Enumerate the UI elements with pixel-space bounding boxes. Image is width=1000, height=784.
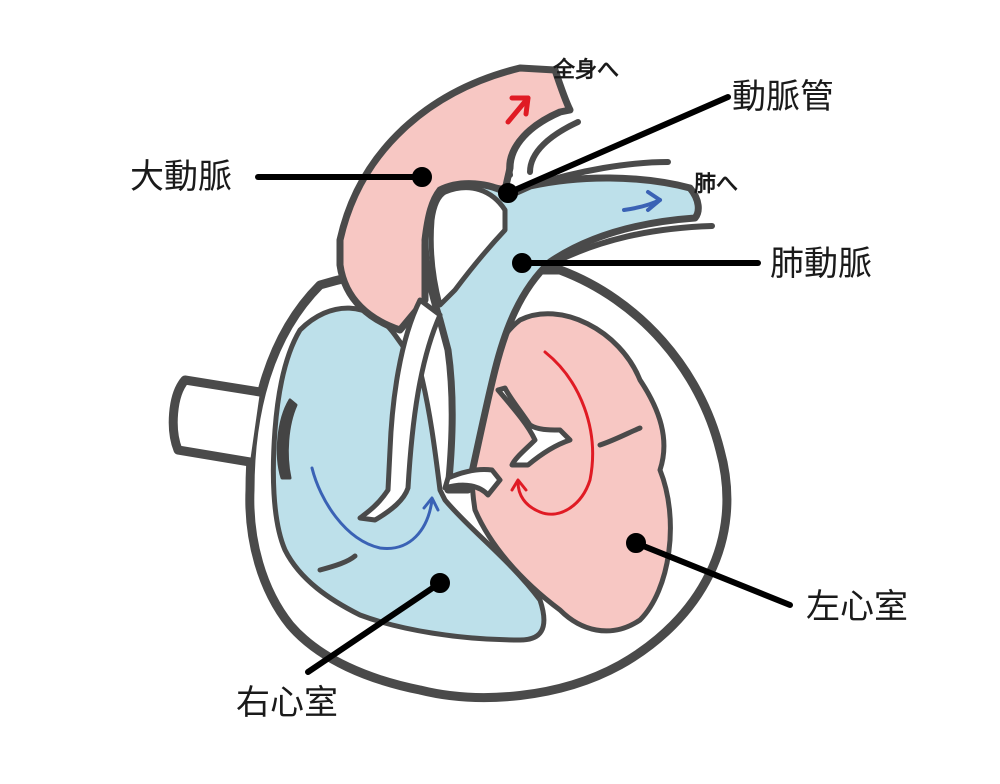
label-to-body: 全身へ xyxy=(553,58,620,83)
dot-pulmonary-artery xyxy=(512,253,532,273)
label-right-ventricle: 右心室 xyxy=(236,683,338,723)
leader-left-ventricle xyxy=(633,540,793,608)
label-ductus-arteriosus: 動脈管 xyxy=(732,77,834,117)
arrow-left-ventricle-flow xyxy=(510,350,595,516)
aorta-branch-upper xyxy=(506,109,563,178)
valve-strand-left-ventricle xyxy=(495,385,573,468)
dot-aorta xyxy=(412,167,432,187)
aorta-branch-lower xyxy=(527,119,581,175)
valve-strand-right xyxy=(597,425,643,448)
arrow-aorta-out xyxy=(505,95,531,125)
arrow-pulmonary-out xyxy=(622,190,662,212)
wall-notch xyxy=(276,398,298,480)
arrow-right-ventricle-flow xyxy=(310,466,440,550)
label-aorta: 大動脈 xyxy=(130,157,232,197)
pulmonary-branch-top xyxy=(527,159,671,189)
leader-right-ventricle xyxy=(305,580,443,675)
leader-lines xyxy=(255,94,793,675)
vena-cava-stub xyxy=(168,375,265,467)
pulmonary-branch-bottom xyxy=(552,223,715,265)
vessel-gap xyxy=(428,185,508,308)
label-pulmonary-artery: 肺動脈 xyxy=(770,244,872,284)
valve-strand-lower xyxy=(317,553,358,573)
label-to-lungs: 肺へ xyxy=(694,172,739,197)
label-left-ventricle: 左心室 xyxy=(806,587,908,627)
valve-strand-center xyxy=(442,467,503,498)
dot-right-ventricle xyxy=(430,573,450,593)
dot-left-ventricle xyxy=(626,533,646,553)
septum xyxy=(357,297,443,523)
dot-ductus-arteriosus xyxy=(498,183,518,203)
pulmonary-artery xyxy=(421,174,702,494)
leader-ductus-arteriosus xyxy=(505,94,731,196)
